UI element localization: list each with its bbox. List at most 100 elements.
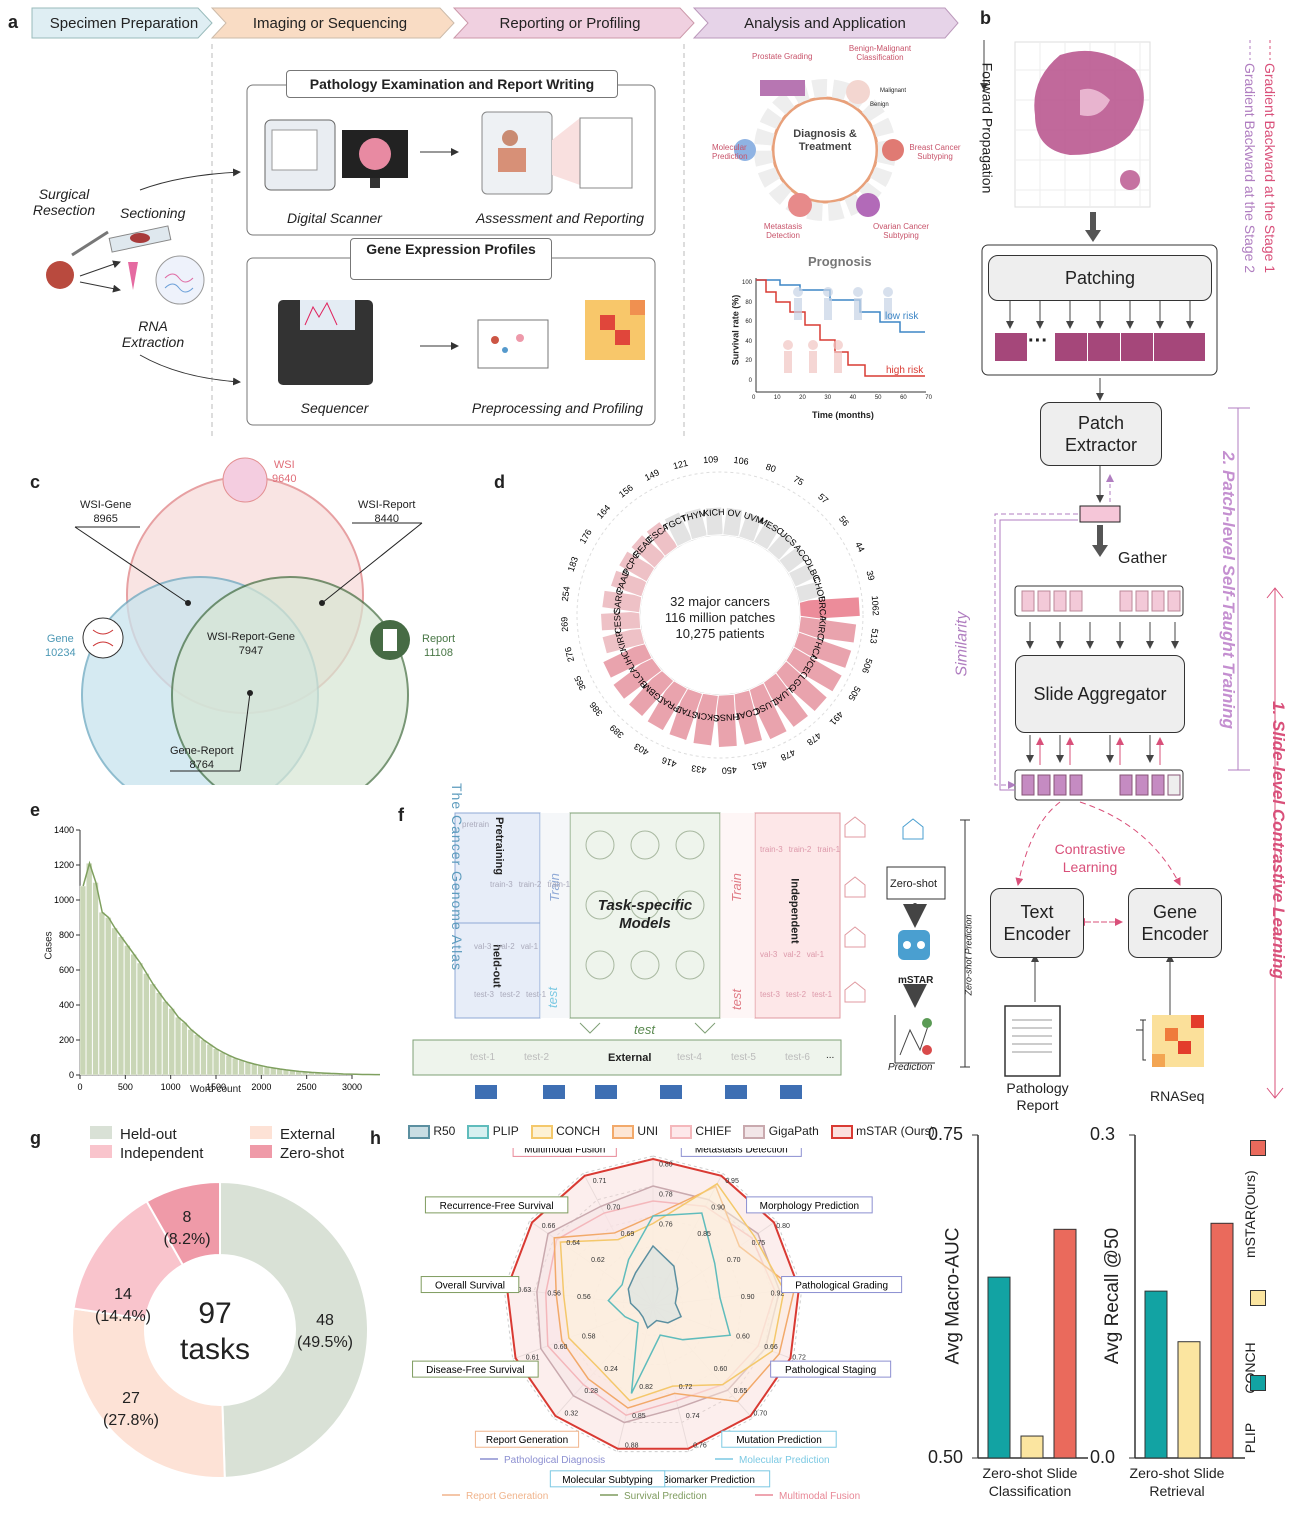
- radar-ring-label: 0.71: [593, 1178, 607, 1185]
- radar-axis-box: [680, 1148, 802, 1157]
- bar-right-ylabel: Avg Recall @50: [1102, 1227, 1124, 1365]
- radar-ring-label: 0.95: [725, 1178, 739, 1185]
- cell: val-3: [474, 942, 492, 951]
- km-ytick: 20: [745, 358, 752, 364]
- radar-ring: [622, 1275, 684, 1336]
- app-benign-malignant: Benign-Malignant Classification: [848, 44, 912, 62]
- app-breast-subtyping: Breast Cancer Subtyping: [909, 143, 961, 161]
- radar-ring-label: 0.28: [584, 1388, 598, 1395]
- cell: train-2: [518, 880, 542, 889]
- wsi-report-count: 8440: [374, 513, 399, 525]
- radar-polygon-r50: [627, 1244, 683, 1330]
- cell-gap: [578, 1052, 648, 1063]
- cancer-bar-kirp: [601, 626, 646, 655]
- hist-bar: [244, 1062, 251, 1076]
- radar-spoke: [616, 1305, 654, 1452]
- wsi-gene-title: WSI-Gene: [80, 499, 132, 511]
- radar-ring-label: 0.90: [711, 1204, 725, 1211]
- radar-axis-box: [424, 1196, 569, 1214]
- radar-ring-label: 0.76: [693, 1442, 707, 1449]
- radar-ring-label: 0.56: [577, 1294, 591, 1301]
- cancer-bar-chol: [794, 580, 823, 604]
- radar-axis-box: [549, 1470, 666, 1488]
- radar-spoke: [652, 1287, 802, 1307]
- radar-ring-label: 0.88: [625, 1442, 639, 1449]
- slice-label-independent: 14(14.4%): [88, 1284, 158, 1328]
- radar-axis-box: [420, 1276, 520, 1294]
- hist-bar: [213, 1048, 220, 1076]
- cancer-bar-ov: [722, 506, 744, 538]
- cancer-label-brca: BRCA: [817, 596, 828, 622]
- hist-ytick-label: 200: [59, 1035, 74, 1045]
- cancer-count-read: 164: [595, 503, 612, 521]
- slice-n: 8: [182, 1209, 192, 1226]
- cancer-count-chol: 39: [864, 569, 876, 581]
- cancer-bar-lgg: [772, 660, 829, 713]
- gene-title: Gene: [46, 633, 74, 645]
- center-line-2: 116 million patches: [664, 610, 776, 625]
- bar-plip: [1144, 1290, 1168, 1459]
- slice-pct: (8.2%): [163, 1231, 211, 1248]
- radar-spoke: [652, 1172, 724, 1307]
- preprocessing-label: Preprocessing and Profiling: [471, 400, 644, 416]
- cancer-count-skcm: 433: [691, 763, 707, 775]
- km-ytick: 100: [741, 280, 752, 286]
- radar-ring-label: 0.64: [566, 1240, 580, 1247]
- slide-aggregator-box: Slide Aggregator: [1015, 655, 1185, 733]
- app-molecular-prediction: Molecular Prediction: [712, 143, 748, 161]
- cell: val-3: [760, 950, 778, 959]
- digital-scanner-label: Digital Scanner: [287, 210, 382, 226]
- cell: val-1: [520, 942, 539, 951]
- hist-bar: [162, 1001, 169, 1076]
- venn-wsi-report: WSI-Report 8440: [358, 498, 415, 526]
- cell: train-3: [760, 845, 783, 854]
- hist-bar: [136, 962, 144, 1076]
- cell: test-2: [524, 1052, 550, 1063]
- km-ytick: 0: [748, 377, 752, 384]
- radar-ring-label: 0.60: [736, 1333, 750, 1340]
- radar-ring-label: 0.60: [714, 1366, 728, 1373]
- hist-bar: [194, 1034, 201, 1076]
- cancer-bar-skcm: [692, 692, 719, 747]
- contrastive-learning-label: Contrastive Learning: [1054, 841, 1126, 875]
- radar-ring-label: 0.72: [679, 1384, 693, 1391]
- radar-polygon-plip: [607, 1212, 732, 1394]
- radar-polygon-mstar-ours-: [506, 1157, 800, 1450]
- bar-mstar-ours-: [1210, 1222, 1234, 1459]
- hist-ytick-label: 600: [59, 965, 74, 975]
- cancer-bar-cesc: [599, 610, 642, 632]
- swatch: [250, 1145, 272, 1158]
- cancer-bar-acc: [778, 545, 809, 574]
- slice-pct: (27.8%): [102, 1412, 160, 1429]
- cell: val-2: [497, 942, 515, 951]
- hist-bar: [263, 1066, 270, 1076]
- km-xtick: 70: [925, 395, 932, 401]
- hist-ytick-label: 1200: [54, 860, 74, 870]
- hist-bar: [92, 882, 99, 1076]
- panel-label-g: g: [30, 1128, 41, 1148]
- low-risk-label: low risk: [885, 311, 919, 322]
- radar-axis-report-generation: Report Generation: [486, 1435, 568, 1446]
- cancer-bar-pcpg: [617, 550, 656, 583]
- hist-xtick-label: 0: [77, 1082, 82, 1092]
- cell: test-1: [470, 1052, 496, 1063]
- legend-zero-shot: Zero-shot: [250, 1145, 390, 1162]
- wsi-report-title: WSI-Report: [358, 499, 416, 511]
- pipeline-step-2-shape: [210, 7, 455, 39]
- radar-ring-label: 0.92: [771, 1290, 785, 1297]
- pipeline-step-3-shape: [452, 7, 695, 39]
- bar-left-xlabel: Zero-shot Slide Classification: [982, 1465, 1078, 1499]
- legend-text: Zero-shot: [280, 1145, 345, 1162]
- legend-held-out: Held-out: [90, 1126, 250, 1143]
- radar-ring-label: 0.80: [659, 1162, 673, 1169]
- category-molecular-prediction: Molecular Prediction: [739, 1455, 830, 1466]
- cancer-bar-coad: [730, 689, 764, 746]
- prognosis-title: Prognosis: [808, 254, 872, 269]
- hist-bar: [251, 1063, 258, 1076]
- cancer-bar-gbm: [627, 668, 675, 718]
- panel-label-e: e: [30, 800, 41, 820]
- category-report-generation: Report Generation: [466, 1491, 548, 1502]
- radar-ring-label: 0.78: [659, 1192, 673, 1199]
